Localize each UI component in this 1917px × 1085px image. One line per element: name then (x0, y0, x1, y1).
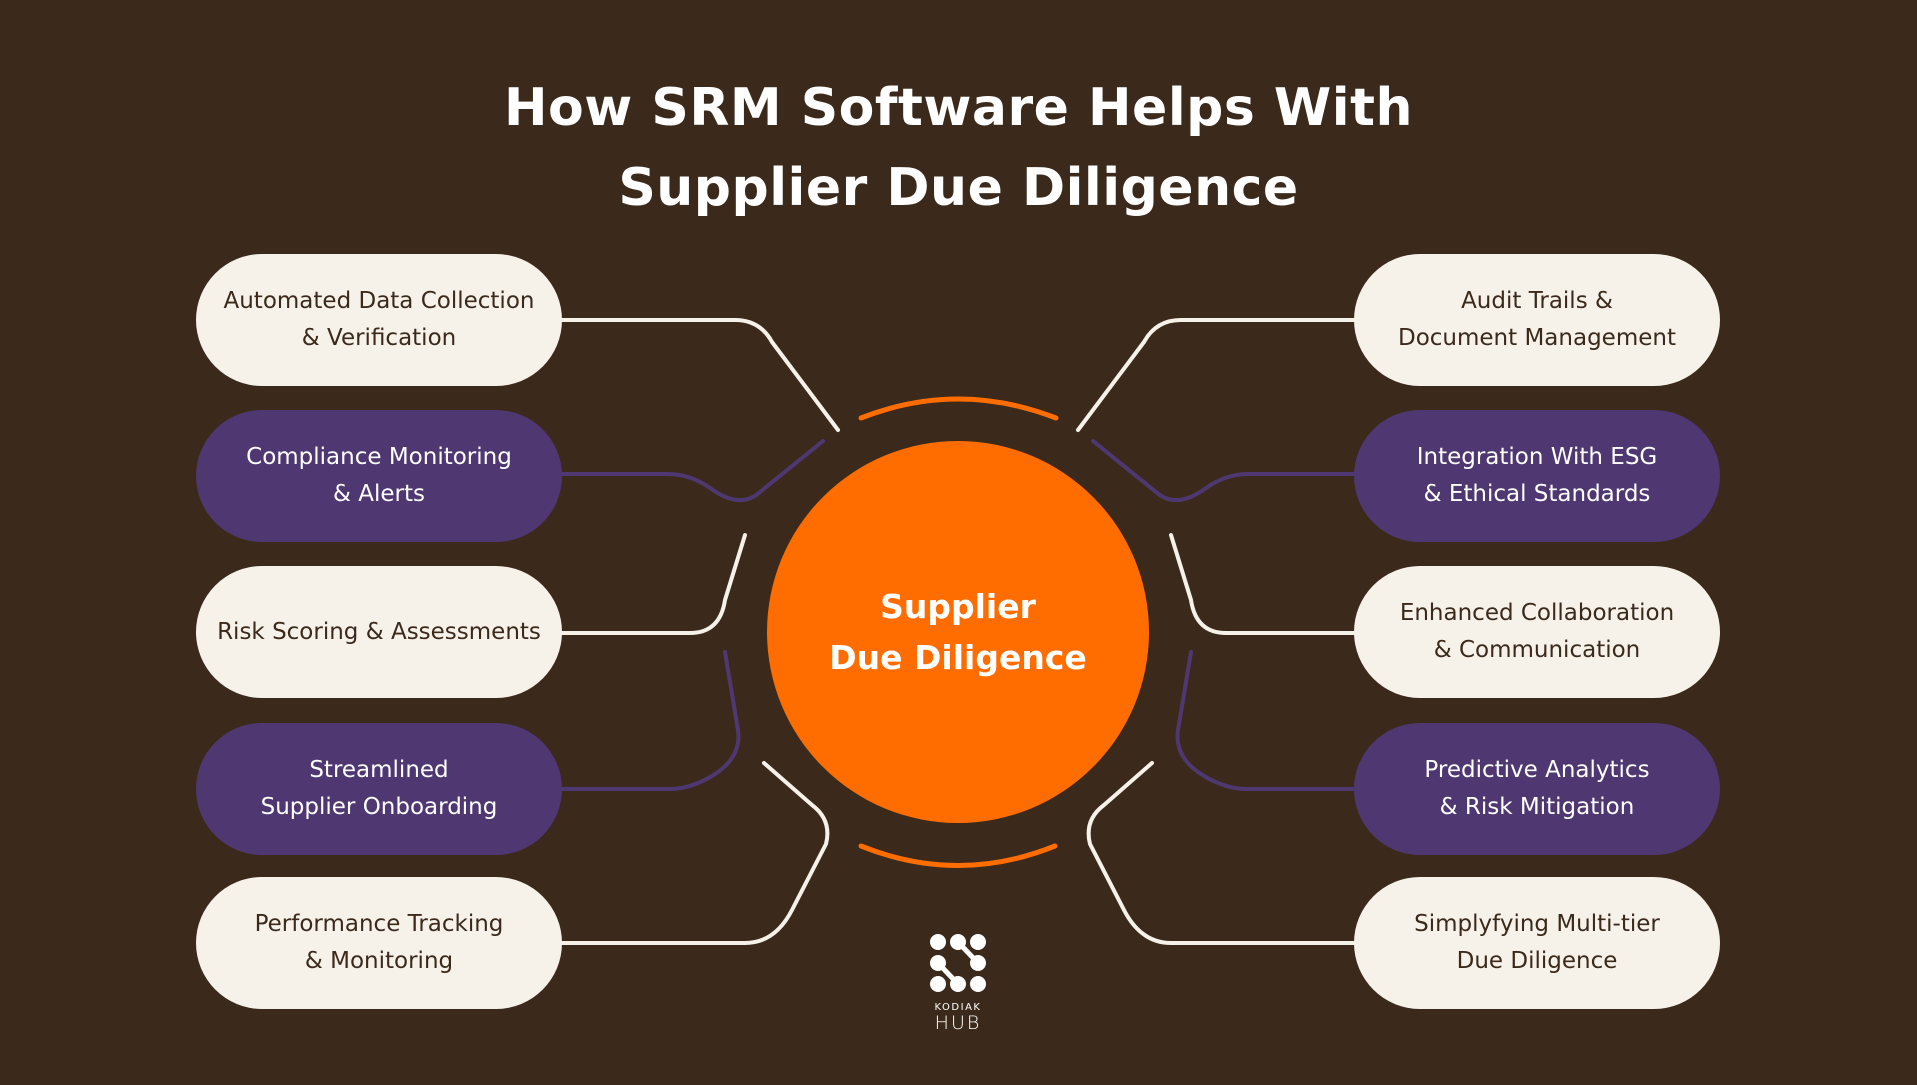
pill-enhanced-collaboration: Enhanced Collaboration & Communication (1354, 566, 1720, 698)
title-line-1: How SRM Software Helps With (504, 78, 1413, 138)
bottom-arc (858, 843, 1058, 868)
connector-right-3 (1169, 533, 1356, 635)
logo-brand-line-2: HUB (934, 1012, 982, 1034)
center-line-2: Due Diligence (829, 638, 1087, 677)
connector-left-5 (560, 761, 830, 945)
pill-label-line-1: Risk Scoring & Assessments (217, 618, 541, 645)
pill-label-line-2: & Monitoring (304, 948, 454, 974)
connector-left-4 (560, 650, 741, 791)
pill-label-line-1: Streamlined (309, 757, 449, 783)
pill-compliance-monitoring: Compliance Monitoring & Alerts (196, 410, 562, 542)
pill-label-line-2: & Verification (301, 325, 457, 351)
pill-label-line-2: & Risk Mitigation (1439, 794, 1635, 820)
pill-label-line-2: & Alerts (333, 481, 425, 507)
pill-label-line-2: Due Diligence (1456, 948, 1618, 974)
pill-label-line-1: Compliance Monitoring (246, 444, 512, 470)
pill-label-line-2: & Ethical Standards (1423, 481, 1651, 507)
pill-label-line-1: Audit Trails & (1461, 288, 1613, 314)
pill-label-line-1: Performance Tracking (254, 911, 504, 937)
center-hub-supplier-due-diligence: Supplier Due Diligence (767, 441, 1149, 823)
connector-right-4 (1175, 650, 1356, 791)
pill-performance-tracking: Performance Tracking & Monitoring (196, 877, 562, 1009)
pill-label-line-2: Document Management (1398, 325, 1676, 351)
connector-left-2 (560, 439, 825, 502)
pill-risk-scoring: Risk Scoring & Assessments (196, 566, 562, 698)
pill-audit-trails: Audit Trails & Document Management (1354, 254, 1720, 386)
pill-label-line-2: Supplier Onboarding (260, 794, 498, 820)
kodiak-hub-logo: KODIAK HUB (925, 932, 991, 1033)
pill-label-line-2: & Communication (1433, 637, 1641, 663)
pill-multi-tier-diligence: Simplyfying Multi-tier Due Diligence (1354, 877, 1720, 1009)
connector-left-3 (560, 533, 747, 635)
pill-label-line-1: Enhanced Collaboration (1399, 600, 1675, 626)
title-line-2: Supplier Due Diligence (618, 158, 1299, 218)
logo-brand-line-1: KODIAK (934, 1002, 982, 1013)
pill-label-line-1: Simplyfying Multi-tier (1414, 911, 1660, 937)
connector-left-1 (560, 318, 840, 432)
pill-predictive-analytics: Predictive Analytics & Risk Mitigation (1354, 723, 1720, 855)
connector-right-2 (1091, 439, 1356, 502)
pill-label-line-1: Automated Data Collection (223, 288, 535, 314)
pill-automated-data-collection: Automated Data Collection & Verification (196, 254, 562, 386)
pill-esg-integration: Integration With ESG & Ethical Standards (1354, 410, 1720, 542)
pill-label-line-1: Integration With ESG (1416, 444, 1658, 470)
center-line-1: Supplier (880, 587, 1036, 626)
connector-right-5 (1086, 761, 1356, 945)
page-title: How SRM Software Helps With Supplier Due… (0, 68, 1917, 228)
pill-label-line-1: Predictive Analytics (1424, 757, 1650, 783)
connector-right-1 (1076, 318, 1356, 432)
top-arc (858, 396, 1059, 421)
pill-streamlined-onboarding: Streamlined Supplier Onboarding (196, 723, 562, 855)
kodiak-hub-dots-icon (930, 934, 986, 992)
